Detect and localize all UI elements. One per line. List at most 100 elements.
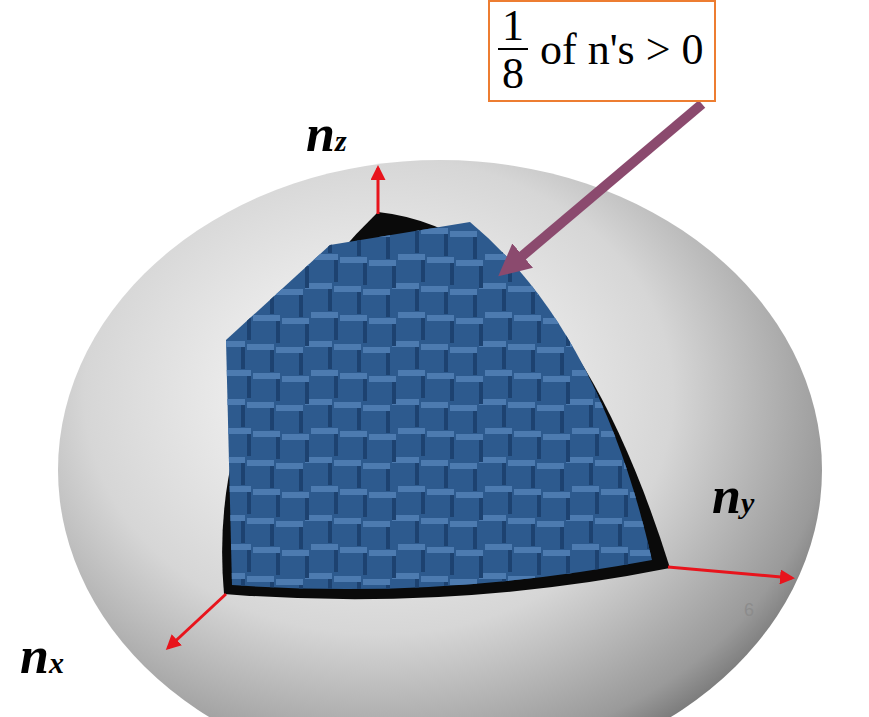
block-side bbox=[386, 237, 390, 259]
block-side bbox=[444, 524, 448, 546]
block-side bbox=[305, 440, 309, 462]
block-side bbox=[444, 466, 448, 488]
block-side bbox=[241, 231, 245, 253]
block-side bbox=[508, 434, 512, 456]
block-face bbox=[595, 228, 622, 234]
block-side bbox=[276, 379, 280, 401]
block-face bbox=[218, 283, 245, 289]
block-side bbox=[363, 379, 367, 401]
block-side bbox=[653, 324, 657, 346]
block-side bbox=[676, 521, 680, 543]
block-face bbox=[595, 576, 622, 582]
axis-label: nx bbox=[20, 630, 64, 682]
block-face bbox=[572, 370, 599, 376]
block-face bbox=[392, 341, 419, 347]
block-face bbox=[392, 225, 419, 231]
block-face bbox=[537, 521, 564, 527]
block-side bbox=[328, 347, 332, 369]
block-face bbox=[479, 341, 506, 347]
callout-box: 18of n's > 0 bbox=[488, 0, 716, 102]
block-face bbox=[543, 492, 570, 498]
leader-arrow bbox=[508, 104, 702, 268]
block-side bbox=[357, 234, 361, 256]
block-face bbox=[659, 312, 686, 318]
block-side bbox=[334, 550, 338, 572]
block-side bbox=[479, 440, 483, 462]
block-face bbox=[276, 405, 303, 411]
block-face bbox=[392, 573, 419, 579]
block-face bbox=[253, 547, 280, 553]
block-face bbox=[456, 260, 483, 266]
block-side bbox=[566, 324, 570, 346]
block-face bbox=[485, 428, 512, 434]
block-side bbox=[531, 292, 535, 314]
block-side bbox=[595, 492, 599, 514]
block-face bbox=[311, 428, 338, 434]
block-face bbox=[514, 547, 541, 553]
block-side bbox=[444, 234, 448, 256]
block-side bbox=[624, 495, 628, 517]
block-side bbox=[618, 466, 622, 488]
block-side bbox=[415, 347, 419, 369]
block-side bbox=[299, 469, 303, 491]
block-side bbox=[682, 376, 686, 398]
block-face bbox=[369, 318, 396, 324]
block-face bbox=[479, 457, 506, 463]
block-side bbox=[392, 440, 396, 462]
block-side bbox=[647, 527, 651, 549]
callout-text: of n's > 0 bbox=[540, 26, 704, 74]
block-side bbox=[392, 266, 396, 288]
block-face bbox=[334, 576, 361, 582]
block-side bbox=[618, 408, 622, 430]
block-face bbox=[224, 544, 251, 550]
block-side bbox=[450, 495, 454, 517]
block-face bbox=[247, 460, 274, 466]
block-side bbox=[299, 585, 303, 607]
block-side bbox=[595, 550, 599, 572]
block-side bbox=[676, 463, 680, 485]
block-face bbox=[508, 228, 535, 234]
block-side bbox=[537, 437, 541, 459]
block-side bbox=[531, 466, 535, 488]
block-side bbox=[537, 553, 541, 575]
block-face bbox=[456, 318, 483, 324]
block-face bbox=[485, 370, 512, 376]
block-side bbox=[386, 411, 390, 433]
block-side bbox=[560, 585, 564, 607]
block-side bbox=[392, 324, 396, 346]
block-side bbox=[560, 469, 564, 491]
block-face bbox=[253, 257, 280, 263]
block-side bbox=[589, 347, 593, 369]
block-face bbox=[624, 463, 651, 469]
block-side bbox=[305, 556, 309, 578]
block-face bbox=[624, 289, 651, 295]
block-side bbox=[334, 318, 338, 340]
block-side bbox=[502, 463, 506, 485]
block-face bbox=[247, 518, 274, 524]
block-face bbox=[537, 579, 564, 585]
block-side bbox=[270, 234, 274, 256]
block-side bbox=[270, 582, 274, 604]
block-side bbox=[270, 466, 274, 488]
block-face bbox=[485, 486, 512, 492]
block-face bbox=[456, 550, 483, 556]
block-side bbox=[357, 582, 361, 604]
page-number: 6 bbox=[744, 600, 754, 621]
block-side bbox=[531, 582, 535, 604]
block-side bbox=[241, 463, 245, 485]
block-face bbox=[659, 428, 686, 434]
block-face bbox=[566, 225, 593, 231]
block-side bbox=[328, 521, 332, 543]
block-face bbox=[276, 463, 303, 469]
block-face bbox=[340, 315, 367, 321]
block-side bbox=[386, 469, 390, 491]
block-side bbox=[508, 492, 512, 514]
block-face bbox=[392, 515, 419, 521]
block-side bbox=[328, 463, 332, 485]
block-face bbox=[363, 463, 390, 469]
block-face bbox=[253, 489, 280, 495]
block-side bbox=[357, 466, 361, 488]
block-face bbox=[653, 457, 680, 463]
block-face bbox=[218, 341, 245, 347]
